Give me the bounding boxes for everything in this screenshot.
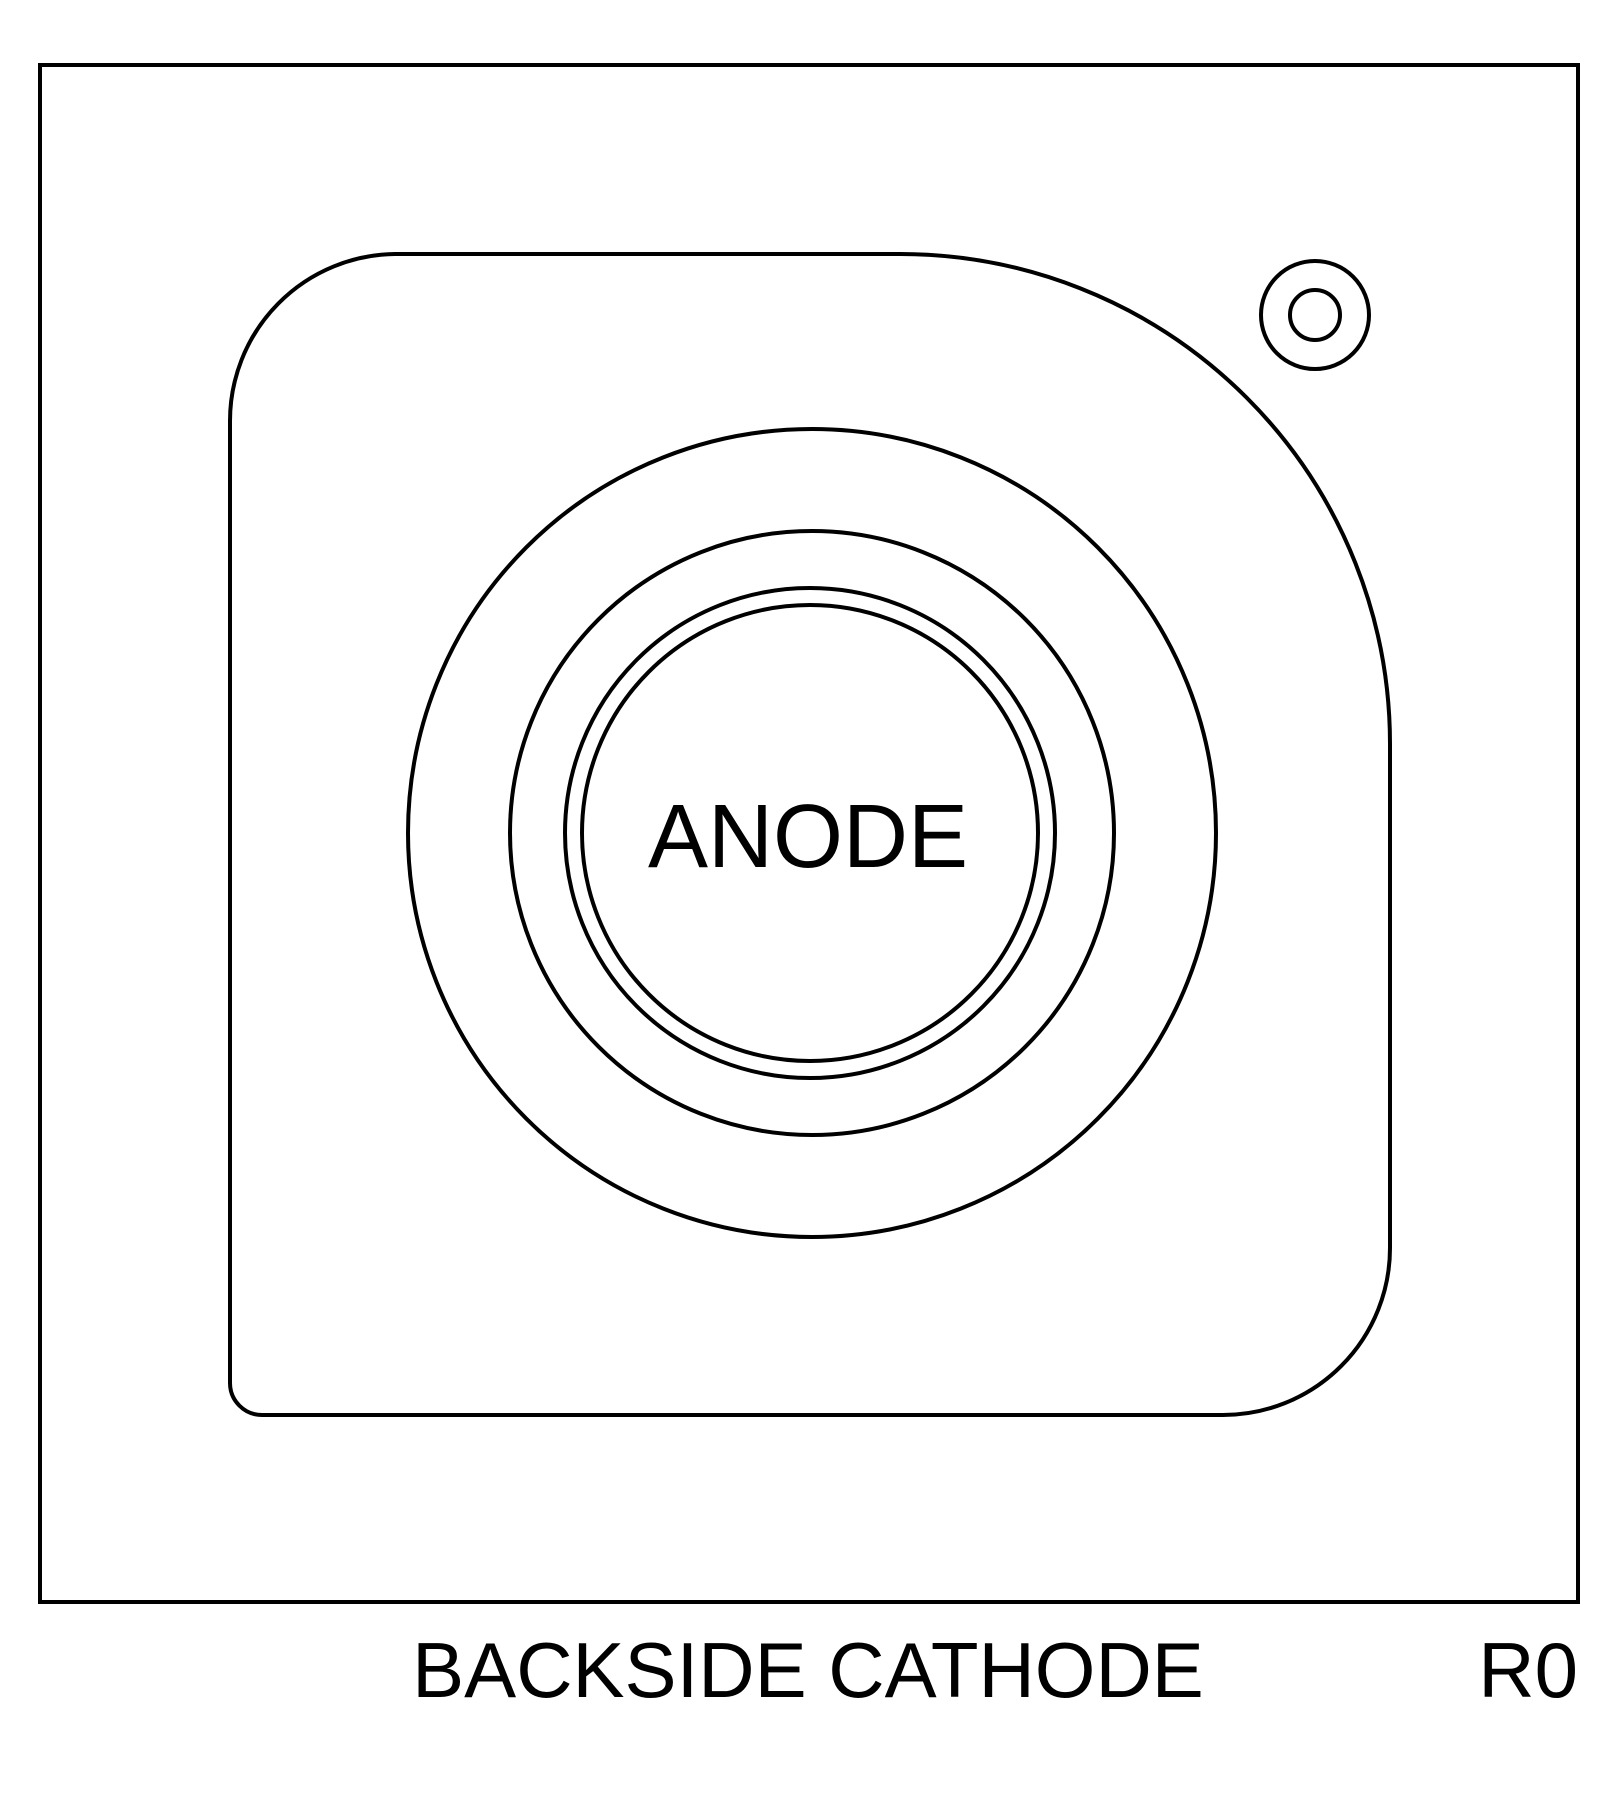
- anode-inner-ring: [580, 603, 1040, 1063]
- footer-label: BACKSIDE CATHODE: [412, 1626, 1204, 1714]
- die-outline: [38, 63, 1580, 1604]
- anode-outer-ring: [563, 586, 1057, 1080]
- middle-ring: [508, 529, 1116, 1137]
- alignment-mark-inner: [1288, 288, 1342, 342]
- revision-label: R0: [1478, 1626, 1578, 1714]
- anode-label: ANODE: [648, 787, 968, 887]
- pad-outline: [228, 252, 1392, 1417]
- alignment-mark-outer: [1259, 259, 1371, 371]
- outer-ring: [406, 427, 1218, 1239]
